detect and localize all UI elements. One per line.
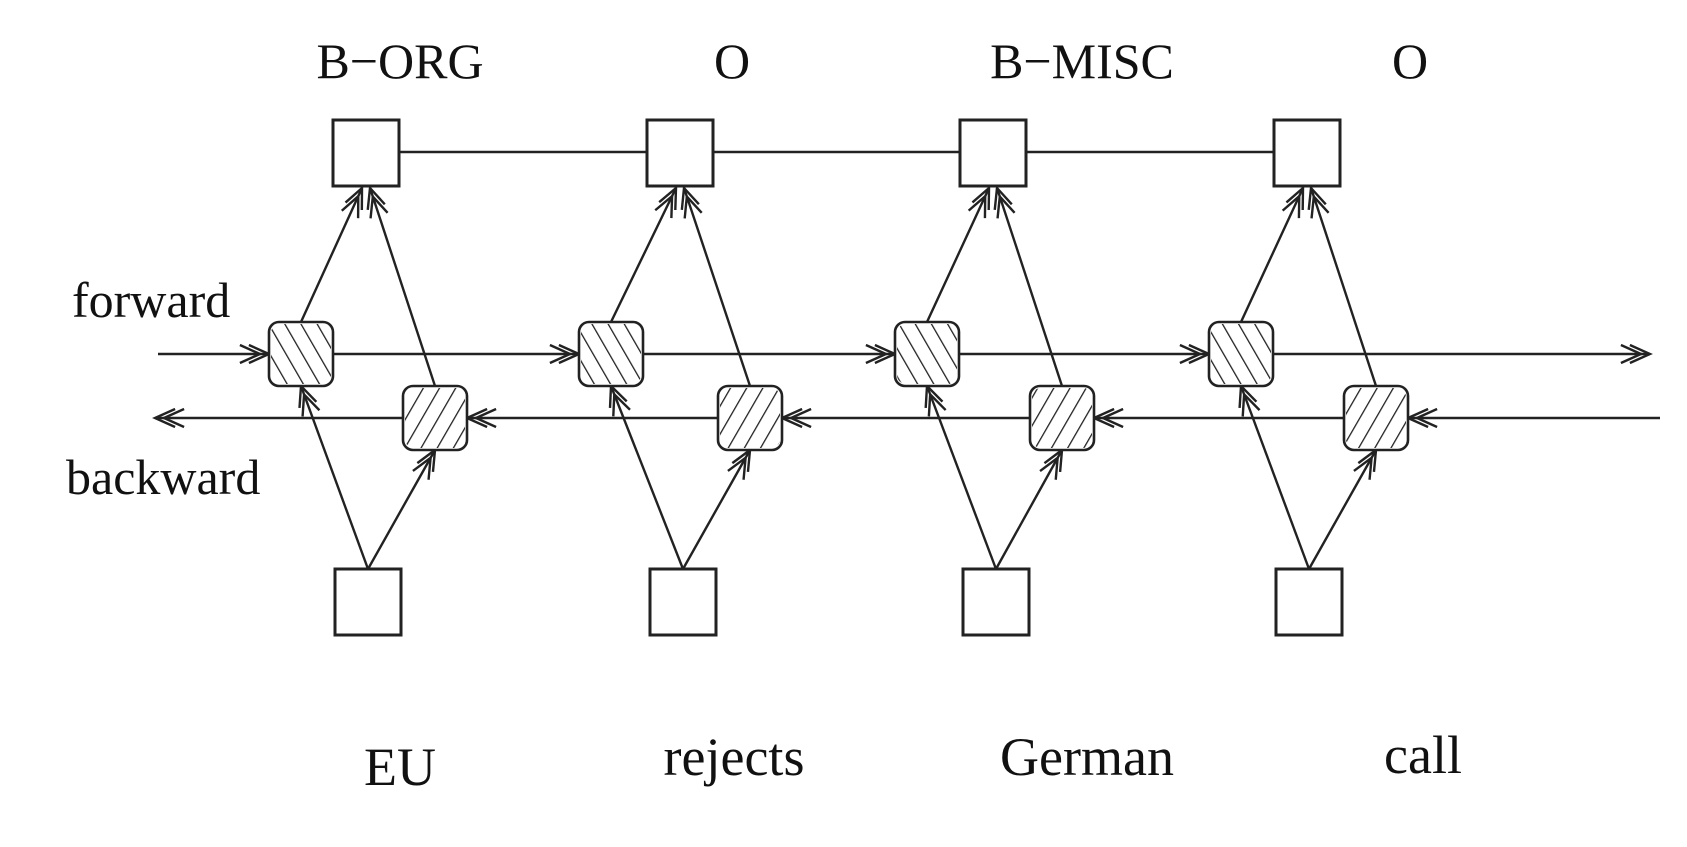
word-label: German — [1000, 727, 1174, 787]
input-to-backward-arrow — [681, 449, 752, 570]
forward-lstm-hatch — [897, 324, 957, 384]
backward-label: backward — [66, 449, 260, 505]
forward-lstm-hatch — [271, 324, 331, 384]
input-node-box — [333, 567, 403, 637]
input-to-forward-arrow — [299, 385, 370, 570]
forward-to-tag-arrow-head — [340, 193, 360, 219]
tag-label: B−ORG — [316, 33, 483, 89]
input-node-box — [648, 567, 718, 637]
forward-arrow-head — [549, 343, 573, 365]
backward-to-tag-arrow-head — [683, 193, 703, 219]
input-to-forward-arrow-head — [1241, 391, 1261, 417]
forward-to-tag-arrow-head — [344, 185, 364, 211]
backward-arrow-head — [152, 407, 176, 429]
tag-label: B−MISC — [990, 33, 1174, 89]
forward-lstm-hatch — [1211, 324, 1271, 384]
forward-to-tag-arrow-head — [654, 193, 674, 219]
forward-to-tag-arrow — [609, 187, 678, 323]
forward-arrow-head — [239, 343, 263, 365]
tag-label: O — [1392, 33, 1428, 89]
forward-to-tag-arrow-head — [658, 185, 678, 211]
input-to-backward-arrow-head — [412, 455, 433, 480]
backward-to-tag-arrow-head — [680, 185, 700, 211]
word-label: call — [1384, 725, 1462, 785]
tag-label: O — [714, 33, 750, 89]
input-to-forward-arrow-head — [301, 391, 321, 417]
input-node-box — [1274, 567, 1344, 637]
backward-to-tag-arrow-head — [366, 185, 386, 211]
forward-arrow-head — [1179, 343, 1203, 365]
backward-arrow-head — [161, 407, 185, 429]
input-to-forward-arrow — [925, 385, 998, 570]
tag-node-box — [331, 118, 401, 188]
backward-arrow-head — [1100, 407, 1124, 429]
backward-arrow-head — [788, 407, 812, 429]
forward-lstm-hatch — [581, 324, 641, 384]
forward-to-tag-arrow — [1239, 187, 1305, 323]
backward-to-tag-arrow-head — [369, 193, 389, 219]
forward-to-tag-arrow-head — [1285, 185, 1305, 211]
forward-arrow-head — [1620, 343, 1644, 365]
forward-to-tag-arrow — [925, 187, 991, 323]
input-to-forward-arrow — [609, 385, 685, 570]
input-to-backward-arrow — [994, 449, 1064, 570]
tag-node-box — [958, 118, 1028, 188]
backward-to-tag-arrow-head — [1307, 185, 1327, 211]
backward-to-tag-arrow-head — [993, 185, 1013, 211]
backward-lstm-hatch — [720, 388, 780, 448]
tag-node-box — [645, 118, 715, 188]
backward-to-tag-arrow — [682, 187, 752, 387]
input-to-backward-arrow — [1307, 449, 1378, 570]
backward-arrow-head — [473, 407, 497, 429]
tag-node-box — [1272, 118, 1342, 188]
input-to-forward-arrow — [1239, 385, 1311, 570]
input-to-backward-arrow — [366, 449, 437, 570]
input-to-forward-arrow-head — [927, 391, 947, 417]
input-to-backward-arrow-head — [1353, 455, 1374, 480]
backward-lstm-hatch — [405, 388, 465, 448]
forward-arrow-head — [865, 343, 889, 365]
word-label: rejects — [664, 727, 805, 787]
backward-to-tag-arrow-head — [996, 193, 1016, 219]
input-node-box — [961, 567, 1031, 637]
backward-to-tag-arrow-head — [1310, 193, 1330, 219]
forward-label: forward — [72, 272, 230, 328]
backward-to-tag-arrow — [368, 187, 437, 387]
forward-to-tag-arrow — [299, 187, 364, 323]
backward-arrow-head — [1414, 407, 1438, 429]
forward-to-tag-arrow-head — [971, 185, 991, 211]
input-to-backward-arrow-head — [1039, 455, 1060, 480]
input-to-forward-arrow-head — [612, 391, 631, 417]
diagram-geometry — [152, 118, 1660, 637]
backward-to-tag-arrow — [995, 187, 1064, 387]
forward-to-tag-arrow-head — [1281, 193, 1301, 219]
backward-to-tag-arrow — [1309, 187, 1378, 387]
word-label: EU — [364, 737, 436, 797]
backward-lstm-hatch — [1032, 388, 1092, 448]
forward-arrow-head — [1629, 343, 1653, 365]
backward-lstm-hatch — [1346, 388, 1406, 448]
forward-to-tag-arrow-head — [967, 193, 987, 219]
input-to-backward-arrow-head — [727, 455, 748, 480]
